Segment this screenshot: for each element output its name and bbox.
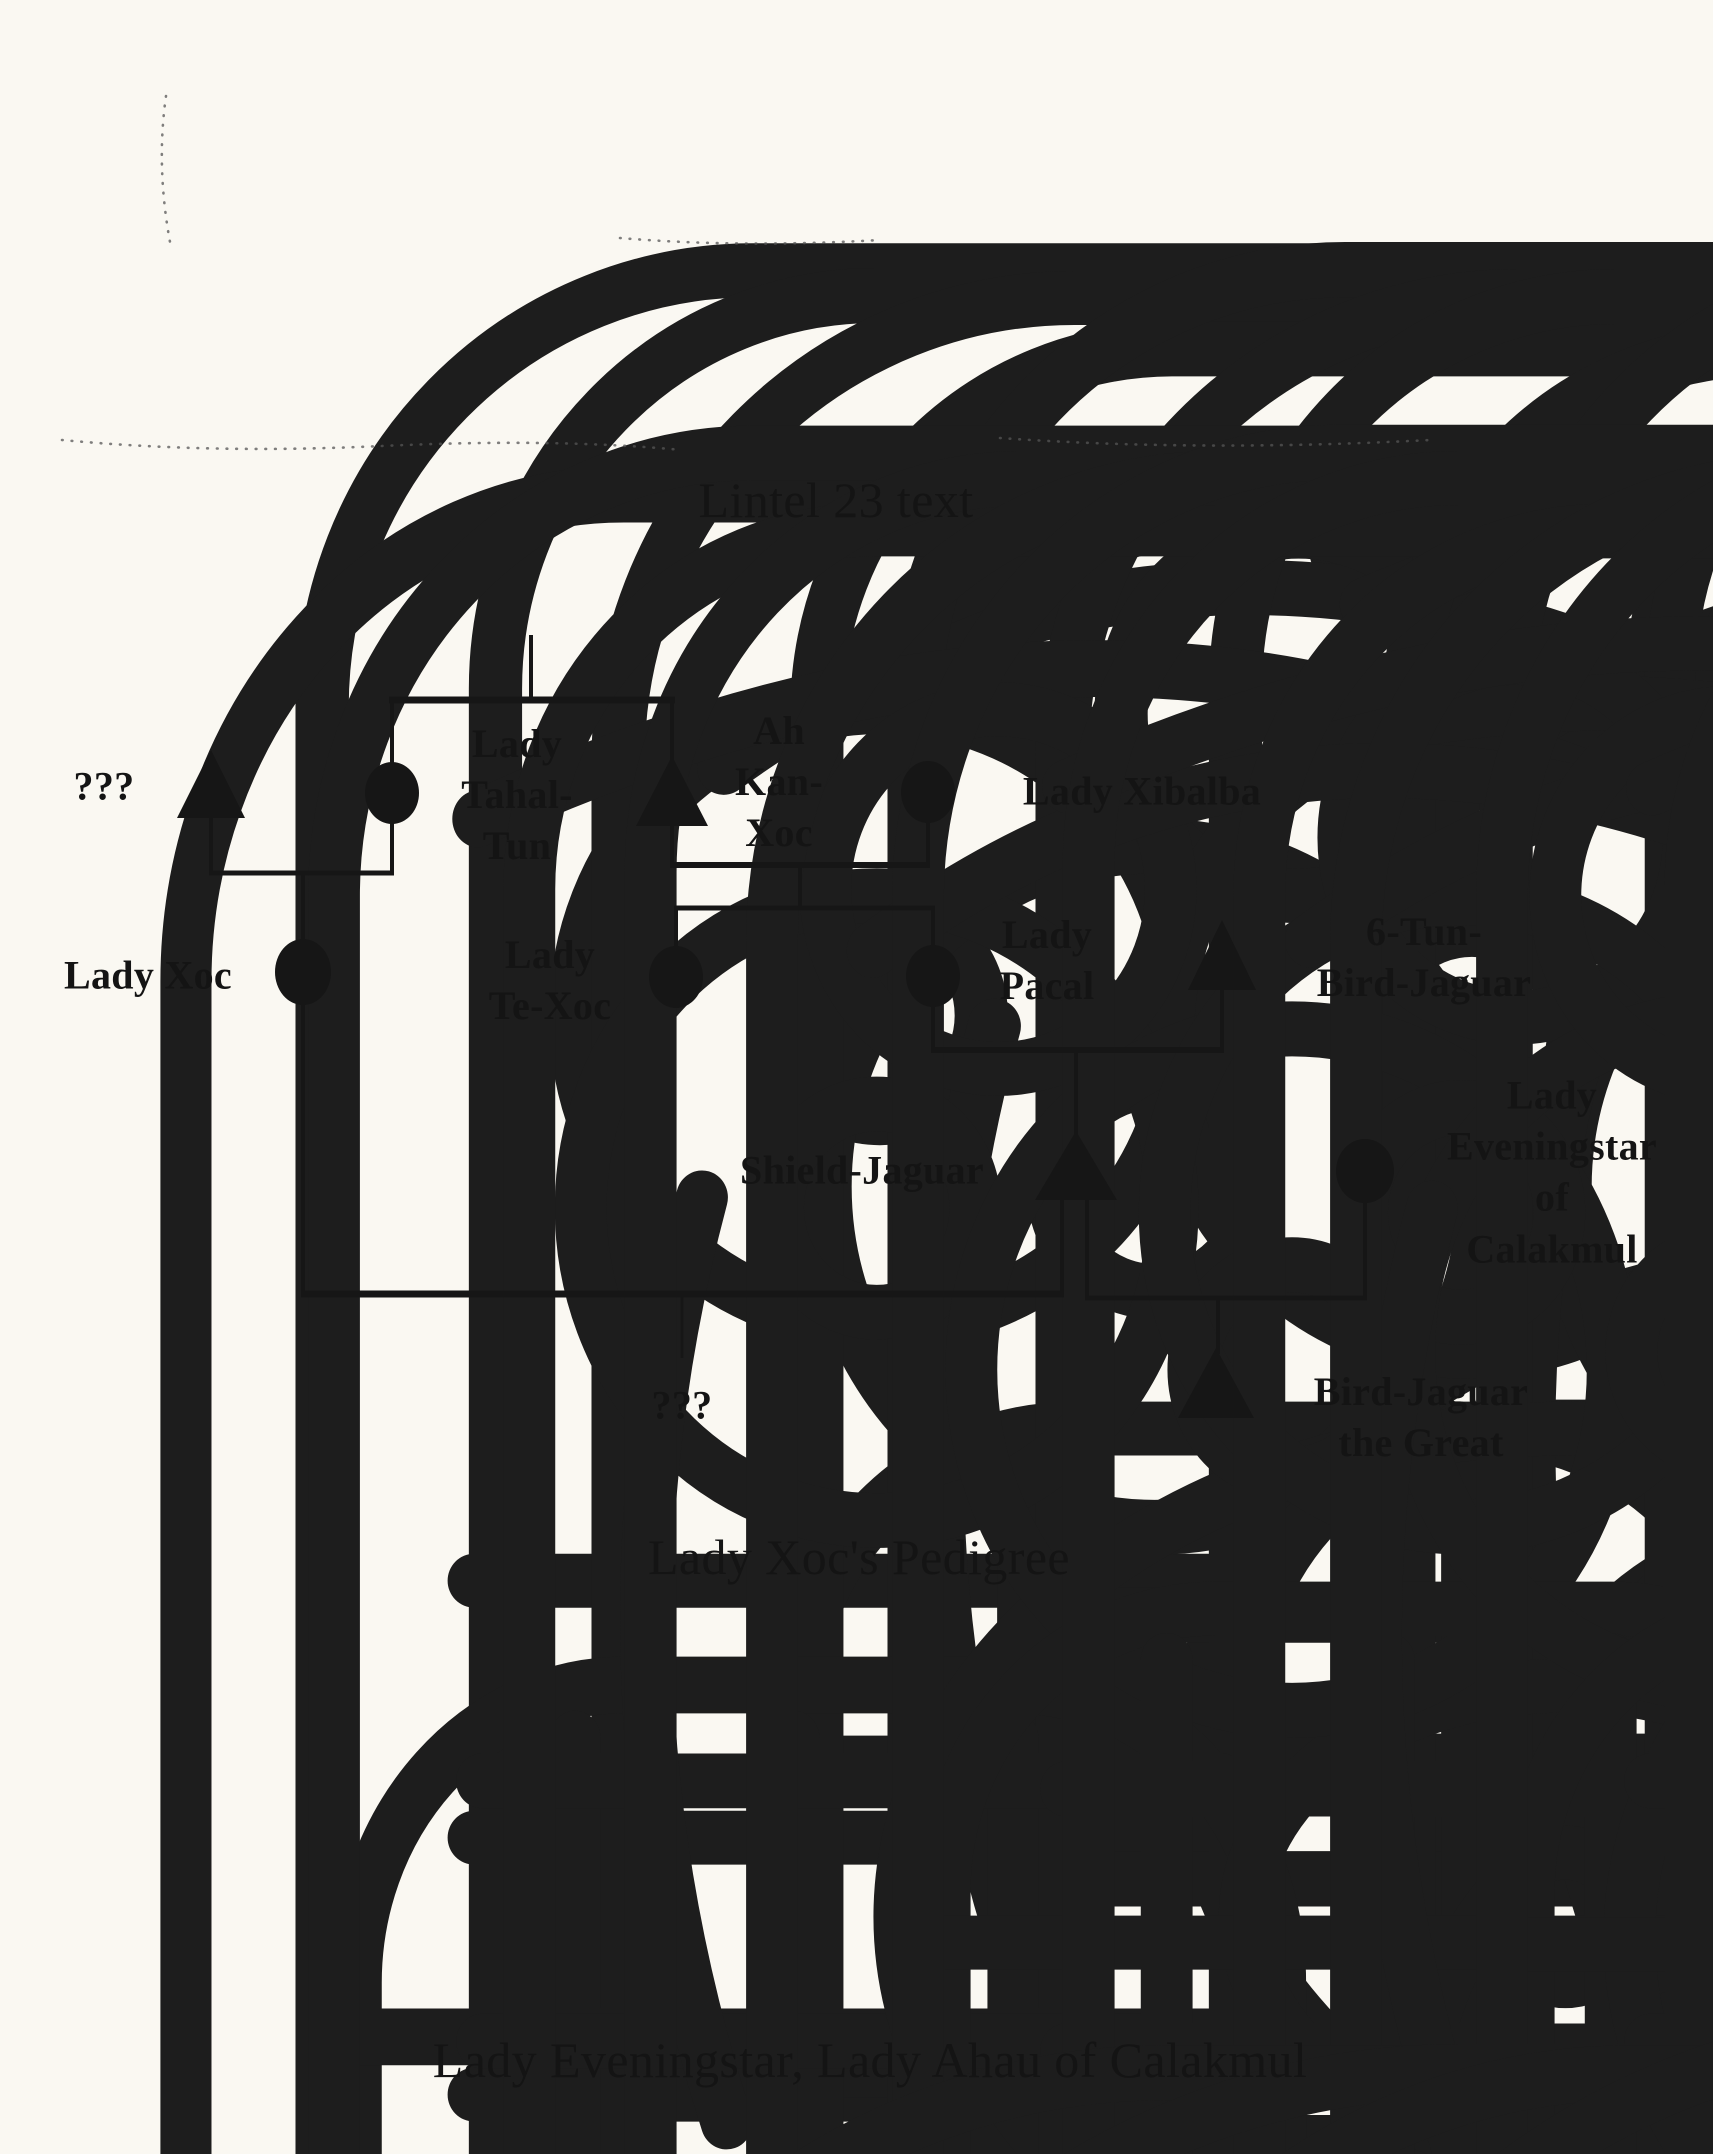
label-six-tun-bird-jaguar: 6-Tun- Bird-Jaguar xyxy=(1316,908,1532,1005)
label-unknown-bottom: ??? xyxy=(651,1382,713,1428)
node-shield-jaguar-triangle xyxy=(1035,1131,1117,1200)
label-bird-jaguar-the-great: Bird-Jaguar the Great xyxy=(1313,1368,1529,1465)
label-ah-kan-xoc: Ah Kan- Xoc xyxy=(735,708,823,856)
label-lady-xibalba: Lady Xibalba xyxy=(1022,768,1262,814)
pedigree-nodes xyxy=(177,750,1394,1418)
node-lady-eveningstar-circle xyxy=(1336,1139,1394,1203)
label-lady-te-xoc: Lady Te-Xoc xyxy=(488,931,612,1028)
glyph-block xyxy=(1690,525,1713,2154)
lintel-23-glyph-band xyxy=(60,94,1713,2154)
node-lady-xibalba-circle xyxy=(901,761,955,823)
label-lady-tahal-tun: Lady Tahal- Tun xyxy=(461,721,573,869)
node-bird-jaguar-the-great-triangle xyxy=(1178,1348,1254,1418)
node-ah-kan-xoc-triangle xyxy=(636,756,708,826)
label-lady-xoc: Lady Xoc xyxy=(64,952,232,998)
node-lady-te-xoc-circle xyxy=(649,946,703,1008)
node-lady-tahal-tun-circle xyxy=(365,762,419,824)
node-unknown-male-triangle xyxy=(177,750,245,818)
label-lady-eveningstar-of-calakmul: Lady Eveningstar of Calakmul xyxy=(1447,1072,1657,1272)
label-shield-jaguar: Shield-Jaguar xyxy=(740,1147,984,1193)
caption-lady-xocs-pedigree: Lady Xoc's Pedigree xyxy=(647,1529,1071,1585)
node-six-tun-bird-jaguar-triangle xyxy=(1188,920,1256,990)
caption-lady-eveningstar-lady-ahau: Lady Eveningstar, Lady Ahau of Calakmul xyxy=(432,2032,1308,2088)
caption-lintel-23-text: Lintel 23 text xyxy=(698,472,974,528)
label-unknown-top: ??? xyxy=(73,763,135,809)
node-lady-xoc-circle xyxy=(275,939,331,1005)
node-lady-pacal-circle xyxy=(906,945,960,1007)
label-lady-pacal: Lady Pacal xyxy=(999,911,1095,1008)
pedigree-connectors xyxy=(209,635,1367,1358)
